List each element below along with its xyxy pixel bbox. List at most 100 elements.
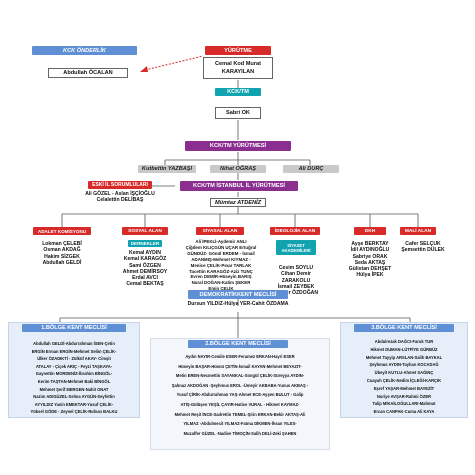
region-2-label: 2.BÖLGE KENT MECLİSİ [188,340,288,348]
region-2-names: Aydın NAYIR-Cemile ESER-Feramez ERKAN-Ha… [151,352,329,438]
person-name: GÜNDÜZ- Gönül ERDEM - İsmail [187,250,255,256]
demokratik-kent-meclisi-names: Dursun YILDIZ-Hülya YER-Cahit ÖZDAMA [187,301,289,307]
dept-siyasal-names: Ali İPEKLİ-Aydemir ANLI Çiğdem KILIÇGÜN … [172,239,270,292]
person-list-line: ERGİN Erman ERGİN-Mehmet Selim ÇELİK- [31,348,117,354]
person-list-line: Übeyit KUTLU-Ahmet SAĞINÇ [374,370,434,376]
person-name: Kemal AYDIN [129,250,161,256]
person-list-line: Yüksel GÖDE - Zeynel ÇELİK-Rıdvan BALKU [30,409,118,415]
yurutme-label: YÜRÜTME [205,46,271,55]
region-1-label: 1.BÖLGE KENT MECLİSİ [22,324,126,332]
person-list-line: Mehmet Reşit İNCE-Sadrettin TEMEL-Şirin … [174,411,306,417]
person-list-line: Kerim TAŞTAN-Mehmet Baki BİNGÖL [37,378,111,384]
person-list-line: Muzaffer GÜZEL -Nadive TİMOÇİN-Salih DEL… [183,430,297,436]
person-name: Sami ÖZGEN [129,262,161,269]
person-list-line: Ercan CANPAK-Cuma Ali KAYA [373,409,435,415]
person-list-line: AYYILDIZ Yasin EMEKTAR-Yusuf ÇELİK- [34,401,114,407]
person-name: Erdal AVCI [132,275,158,282]
person-list-line: Abdulrezak DAĞCI-Faruk TUR [374,339,434,344]
eski-il-name: Ali GÖZEL - Aslan İŞÇİOĞLU [85,191,155,197]
person-name: Cesim SOYLU [278,265,314,271]
dept-dkh-names: Ayşe BERKTAY İdil AYDINOĞLU Sabriye ORAK… [336,241,404,279]
person-name: İsmail ZEYBEK [277,283,315,290]
person-list-line: Yusuf ÇİRİK-Abdurrahman YAŞ-Ahmet ECE-Ay… [176,392,304,398]
yurutme-member: Kutbettin YAZBAŞI [138,165,196,173]
person-list-line: Hikmet DUMAN-LÜTFİYE GÜRBÜZ [370,346,438,352]
eski-il-sorumlulari-label: ESKİ İL SORUMLULARI [88,181,152,189]
yurutme-name-line-2: KARAYILAN [221,69,255,75]
kck-onderlik-label: KCK ÖNDERLİK [32,46,137,55]
region-3-label: 3.BÖLGE KENT MECLİSİ [354,324,454,332]
person-name: Cafer SELÇUK [405,241,441,247]
person-name: Hülya İPEK [356,272,384,279]
eski-il-name: Celalettin DELİBAŞ [96,197,144,204]
istanbul-head: Mümtaz ATDENİZ [210,198,266,207]
person-list-line: Nuriye AVŞAR-Rahmi ÖZER [376,393,432,399]
person-name: İdil AYDINOĞLU [350,247,390,254]
dept-sosyal-names: Kemal AYDIN Kemal KARAGÖZ Sami ÖZGEN Ahm… [108,250,182,288]
person-list-line: Gaynettin MORDENİZ-İbrahim BİNGÖL- [35,371,113,377]
dept-mali-label: MALİ ALAN [400,227,436,235]
person-list-line: ATİŞ-Gülüşen YEŞİL ÇAYIR-Hatice VURAL - … [180,401,300,407]
person-name: Sabriye ORAK [352,253,388,260]
person-name: Menice ÇELİK-Pınar TARLAK [190,262,252,268]
person-list-line: Şahnaz AKDOĞAN -Şeyhmus EROL -Ümeyir AKB… [171,382,309,388]
person-name: ADANMIŞ-Mehmet KIYMAZ - [191,256,251,262]
dept-ideolojik-names: Cesim SOYLU Cihan Demir ZARAKOLU İsmail … [266,265,326,296]
dept-ideolojik-label: İDEOLOJİK ALAN [270,227,320,235]
dept-siyasal-label: SİYASAL ALAN [196,227,244,235]
eski-il-sorumlulari-names: Ali GÖZEL - Aslan İŞÇİOĞLU Celalettin DE… [55,191,185,204]
dept-sosyal-label: SOSYAL ALAN [122,227,168,235]
person-list-line: Cuayah ÇELİK-Nedim İÇLEĞİ-KARÇIK [366,377,442,383]
yurutme-name-box: Cemal Kod Murat KARAYILAN [203,57,273,79]
region-2-panel [150,338,330,450]
person-list-line: Eşref YAŞAR-Mehmet BAYEZİT [373,385,435,391]
person-name: Şemsettin DÜLEK [401,247,445,254]
person-name: Lokman ÇELEBİ [42,241,82,247]
kcktm-name: Sabri OK [215,107,261,119]
person-name: Cemal BEKTAŞ [126,281,164,288]
person-name: Kemal KARAGÖZ [123,256,167,263]
person-list-line: Mehmet Şerif MERGEN-Nahit ONAT [39,386,109,392]
region-3-names: Abdulrezak DAĞCI-Faruk TUR Hikmet DUMAN-… [341,338,467,416]
person-name: Ali İPEKLİ-Aydemir ANLI [195,239,247,244]
person-name: Osman AKDAĞ [43,247,81,254]
kcktm-yurutme-label: KCK/TM YÜRÜTMESİ [185,141,291,151]
person-name: Cihan Demir [280,271,311,278]
yurutme-member: Nihat OĞRAŞ [210,165,266,173]
person-name: Ahmet DEMİRSOY [122,268,168,275]
region-1-names: Abdullah GELDİ-Abdurrahman İSEN-Çetin ER… [10,340,138,416]
person-list-line: ATALAY - Çiçek ARIÇ - Feyzi TAŞKAYA- [35,363,113,369]
person-list-line: Aydın NAYIR-Cemile ESER-Feramez ERKAN-Ha… [185,354,295,359]
person-name: Hakim SİZGEK [44,253,80,260]
person-name: Gülistan DEHŞET [348,266,392,273]
region-1-panel [8,322,140,418]
person-list-line: Metin EREN-Necmettin SAYANKAL-Songül ÇEL… [175,373,305,379]
region-3-panel [340,322,468,418]
kck-onderlik-name: Abdullah ÖCALAN [48,68,128,78]
person-name: Tacettin KARAGÖZ-Aziz TUNÇ [189,268,253,274]
person-list-line: YILMAZ -Abdulmecit YILMAZ-Fatma DİKMEN-İ… [183,421,297,427]
person-list-line: Nazim ADIGÜZEL-Selma AYGÜN-Seyfettin [33,394,115,400]
dept-mali-names: Cafer SELÇUK Şemsettin DÜLEK [396,241,450,254]
person-list-line: Hüseyin BAŞAR-Hüsnü ÇETİN-İsmail KAYAN-M… [178,363,302,369]
dept-adalet-label: ADALET KOMİSYONU [33,227,91,235]
person-name: Tuncer ÖZDOĞAN [273,290,319,297]
person-list-line: Ülker ÖZADIKTİ - Zülküf AKAY- Cimşit [37,356,111,362]
dept-sosyal-sub: DERNEKLER [128,240,162,247]
person-name: Ayşe BERKTAY [351,241,389,247]
kcktm-label: KCK/TM [215,88,261,96]
demokratik-kent-meclisi-label: DEMOKRATİKKENT MECLİSİ [188,290,288,299]
dept-dkh-label: DKH [354,227,386,235]
person-name: Çiğdem KILIÇGÜN UÇAR Ertuğrul [185,244,257,250]
person-list-line: Mehmet Tayyip ARSLAN-Salih BAYKAL [365,354,443,360]
yurutme-member: Ali DURÇ [283,165,339,173]
person-name: ZARAKOLU [281,277,311,284]
person-name: Abdullah GELDİ [42,259,82,266]
person-list-line: Abdullah GELDİ-Abdurrahman İSEN-Çetin [33,341,115,346]
person-list-line: Talip MİKAİLOĞULLARI-Mahmut [372,401,436,407]
person-name: Evren DEMİR-Hüseyin BARIŞ [190,274,252,280]
person-name: Nural DOĞAN-Katim ŞEKER [191,280,251,286]
dept-adalet-names: Lokman ÇELEBİ Osman AKDAĞ Hakim SİZGEK A… [28,241,96,266]
